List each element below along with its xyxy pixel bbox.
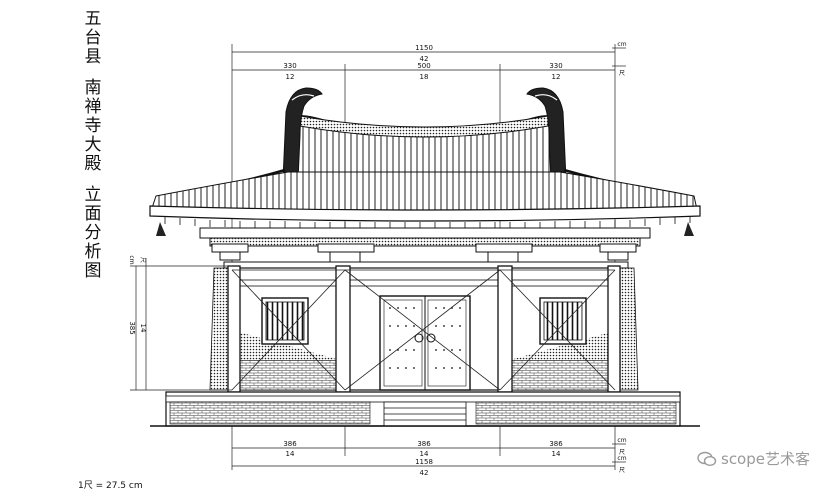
analysis-diagonals [231,269,616,391]
top-mid-chi: 18 [420,73,429,81]
title-line-1: 五台县 [84,9,102,67]
right-door-ring [426,333,436,343]
wechat-icon [697,451,717,466]
drawing-title: 五台县 南禅寺大殿 立面分析图 [82,10,104,281]
watermark-text: scope艺术客 [721,450,810,468]
bracket-right-column [475,243,533,263]
top-left-chi: 12 [286,73,295,81]
column-right-inner [497,265,513,393]
top-right-chi: 12 [552,73,561,81]
left-ridge-ornament [282,87,323,181]
bottom-total-chi: 42 [420,469,429,477]
central-door [379,295,471,391]
top-left-cm: 330 [283,62,296,70]
left-wind-bell [156,222,166,236]
bottom-unit-chi-2: 尺 [619,467,625,474]
bottom-right-chi: 14 [552,450,561,458]
left-height-dimension [130,258,232,391]
top-total-chi: 42 [420,55,429,63]
facade [209,265,639,393]
column-left-inner [335,265,351,393]
top-mid-cm: 500 [417,62,430,70]
bottom-total-cm: 1158 [415,458,433,466]
watermark: scope艺术客 [697,448,810,469]
title-line-3: 立面分析图 [84,185,102,281]
title-line-2: 南禅寺大殿 [84,78,102,174]
bottom-left-chi: 14 [286,450,295,458]
right-wind-bell [684,222,694,236]
columns [227,265,621,393]
top-unit-chi: 尺 [619,70,625,77]
left-door-ring [414,333,424,343]
bracket-right-corner [599,243,637,261]
left-unit-chi: 尺 [139,257,146,263]
front-stairs [383,401,467,427]
left-height-chi: 14 [139,324,147,333]
bottom-left-cm: 386 [283,440,297,448]
left-height-cm: 385 [128,321,136,334]
bracket-left-column [317,243,375,263]
top-total-cm: 1150 [415,44,433,52]
column-left-corner [227,265,241,393]
right-ridge-ornament [526,87,567,181]
left-unit-cm: cm [128,255,135,264]
left-lattice-window [261,297,309,345]
bottom-dimension-labels: 386 14 386 14 386 14 1158 42 cm 尺 cm 尺 [283,437,626,477]
bottom-mid-cm: 386 [417,440,431,448]
platform [150,391,700,427]
column-right-corner [607,265,621,393]
top-right-cm: 330 [549,62,562,70]
bracket-sets [199,227,651,269]
bottom-dimensions [231,426,626,470]
bottom-unit-cm-2: cm [617,455,626,462]
right-lattice-window [539,297,587,345]
roof [149,87,701,236]
top-dimension-labels: 1150 42 330 12 500 18 330 12 cm 尺 [283,41,626,81]
top-unit-cm: cm [617,41,626,48]
bottom-mid-chi: 14 [420,450,429,458]
bottom-unit-cm-1: cm [617,437,626,444]
scale-note: 1尺 = 27.5 cm [78,481,143,491]
bracket-left-corner [211,243,249,261]
bottom-unit-chi-1: 尺 [619,449,625,456]
bottom-right-cm: 386 [549,440,563,448]
